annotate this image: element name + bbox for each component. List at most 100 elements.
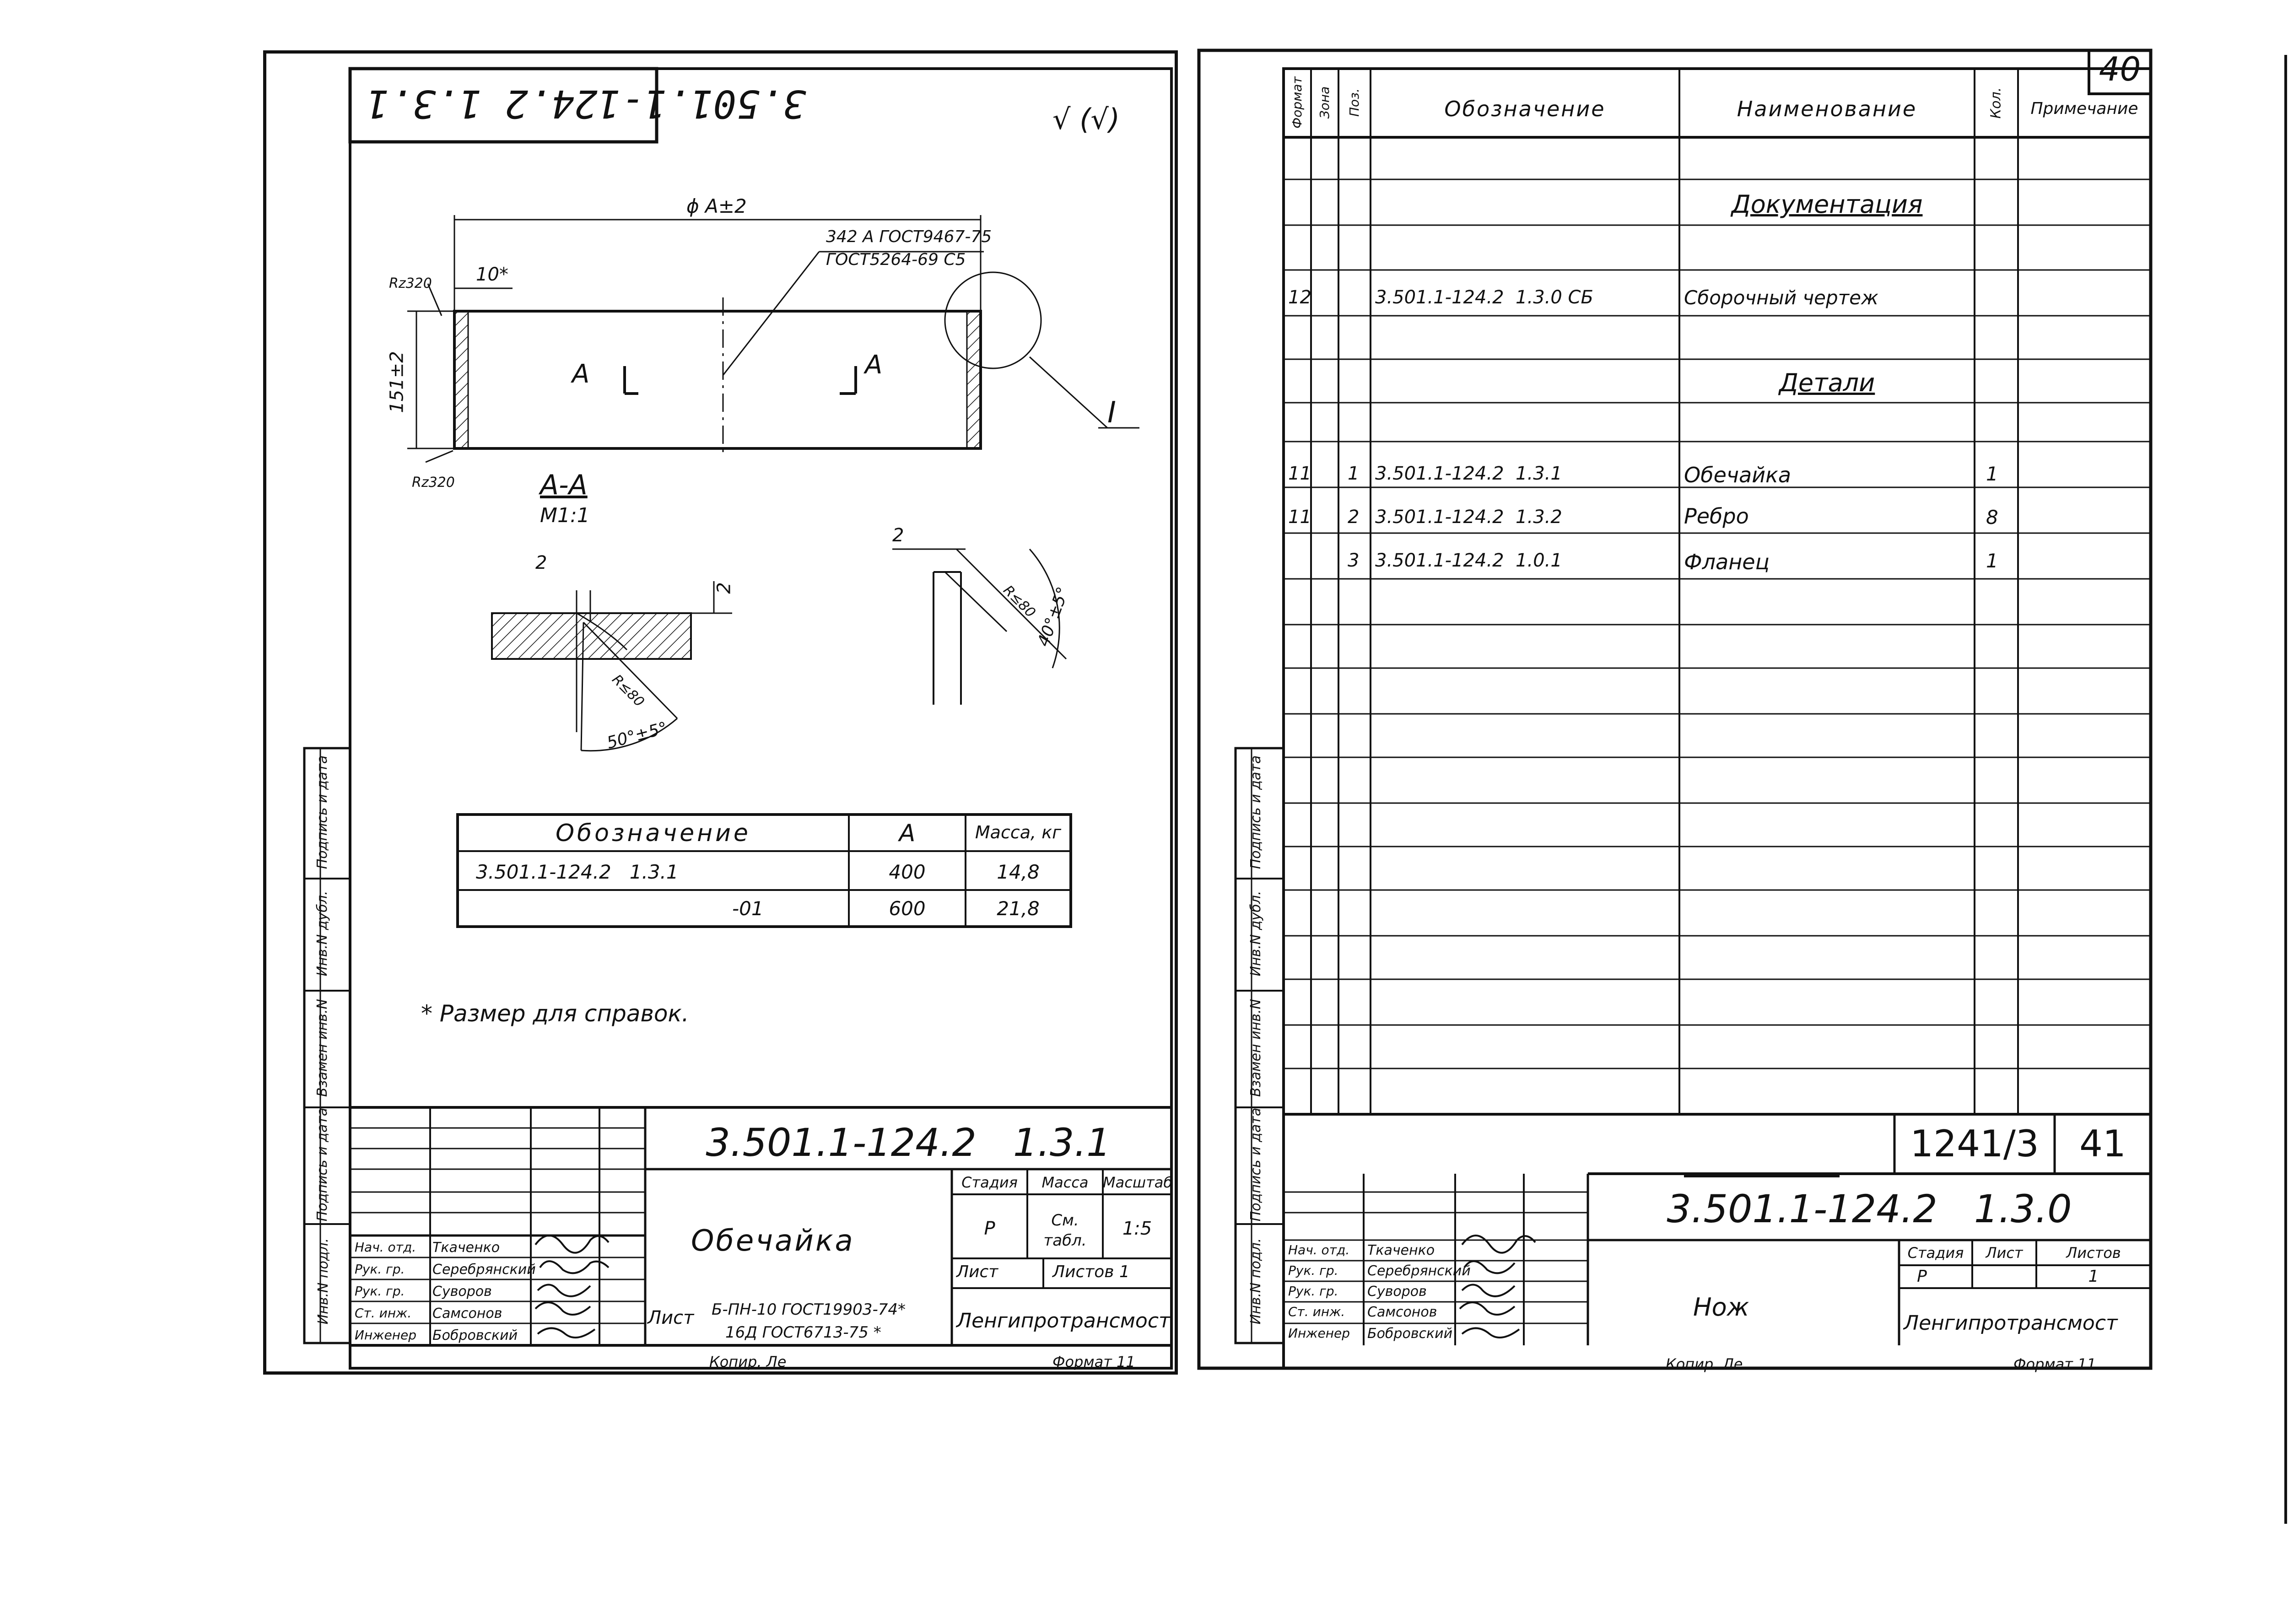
left-sheet xyxy=(263,50,1178,1375)
side-label: Инв.N подл. xyxy=(315,1238,331,1325)
mass-table-cell: 21,8 xyxy=(997,897,1040,920)
title-block-scale-h: Масштаб xyxy=(1103,1174,1173,1191)
weld-spec-1: 342 А ГОСТ9467-75 xyxy=(826,227,992,246)
spec-row-pos: 1 xyxy=(1348,463,1360,484)
person-name: Бобровский xyxy=(1367,1326,1453,1342)
spec-row-qty: 1 xyxy=(1986,463,1998,485)
material-label: Лист xyxy=(648,1307,694,1328)
side-label: Взамен инв.N xyxy=(1248,999,1264,1097)
spec-row-name: Ребро xyxy=(1684,504,1749,529)
spec-header-name: Наименование xyxy=(1737,97,1917,121)
side-label: Инв.N подл. xyxy=(1248,1238,1264,1325)
footer-format: Формат 11 xyxy=(2013,1355,2096,1373)
side-label: Подпись и дата xyxy=(1248,1107,1264,1222)
title-block-name: Нож xyxy=(1693,1293,1749,1322)
person-role: Инженер xyxy=(355,1327,417,1343)
stamp-number: 1241/3 xyxy=(1910,1122,2039,1165)
person-role: Рук. гр. xyxy=(1288,1263,1338,1278)
footer-format: Формат 11 xyxy=(1052,1353,1135,1370)
person-name: Бобровский xyxy=(432,1327,518,1343)
section-title: А-А xyxy=(540,469,588,501)
mass-table-cell: 600 xyxy=(889,897,926,920)
signatures xyxy=(534,1235,1536,1338)
side-label: Подпись и дата xyxy=(314,755,330,869)
rz-top: Rz320 xyxy=(389,275,432,291)
section-mark-left: А xyxy=(572,359,590,389)
person-role: Рук. гр. xyxy=(1288,1284,1338,1299)
mass-table-cell: 14,8 xyxy=(997,861,1040,883)
reference-note: * Размер для справок. xyxy=(421,1000,689,1027)
spec-row-pos: 2 xyxy=(1348,507,1360,528)
title-block-code: 3.501.1-124.2 1.3.0 xyxy=(1667,1187,2072,1231)
person-role: Нач. отд. xyxy=(1288,1242,1350,1257)
spec-header-note: Примечание xyxy=(2030,99,2138,118)
material-line-2: 16Д ГОСТ6713-75 * xyxy=(725,1323,881,1342)
side-label: Инв.N дубл. xyxy=(1248,890,1264,977)
spec-row-qty: 1 xyxy=(1986,550,1998,572)
title-block-code: 3.501.1-124.2 1.3.1 xyxy=(706,1120,1111,1165)
person-role: Рук. гр. xyxy=(355,1284,405,1299)
gap-2: 2 xyxy=(713,582,735,594)
title-block-org: Ленгипротрансмост xyxy=(956,1309,1171,1333)
spec-row-name: Обечайка xyxy=(1684,463,1792,487)
spec-row-fmt: 11 xyxy=(1288,507,1311,528)
section-parts: Детали xyxy=(1779,368,1875,397)
rz-bottom: Rz320 xyxy=(412,475,455,491)
mass-table-cell: 400 xyxy=(889,861,926,883)
spec-row-code: 3.501.1-124.2 1.0.1 xyxy=(1375,550,1562,571)
spec-header-pos: Поз. xyxy=(1347,88,1362,117)
spec-row-code: 3.501.1-124.2 1.3.1 xyxy=(1375,463,1562,484)
title-block-mass-h: Масса xyxy=(1041,1174,1089,1191)
gap-1: 2 xyxy=(535,552,547,573)
title-block-org: Ленгипротрансмост xyxy=(1904,1311,2118,1335)
side-label: Подпись и дата xyxy=(1248,755,1264,869)
spec-row-code: 3.501.1-124.2 1.3.2 xyxy=(1375,507,1562,528)
side-label: Инв.N дубл. xyxy=(314,890,330,977)
stamp-sheet: 41 xyxy=(2079,1122,2126,1165)
person-role: Инженер xyxy=(1288,1326,1350,1341)
spec-row-pos: 3 xyxy=(1348,550,1360,571)
title-block-stage: Р xyxy=(1917,1267,1927,1286)
title-block-stage-h: Стадия xyxy=(961,1174,1018,1191)
section-scale: М1:1 xyxy=(540,504,590,527)
title-block-sheet: Лист xyxy=(956,1263,998,1281)
spec-header-qty: Кол. xyxy=(1988,87,2004,119)
person-name: Самсонов xyxy=(432,1306,502,1322)
person-name: Серебрянский xyxy=(432,1262,536,1278)
title-block-stage: Р xyxy=(984,1218,995,1239)
weld-spec-2: ГОСТ5264-69 С5 xyxy=(826,250,966,269)
mass-table-cell: 3.501.1-124.2 1.3.1 xyxy=(476,861,679,883)
spec-header-zone: Зона xyxy=(1317,86,1332,119)
person-name: Суворов xyxy=(432,1284,492,1300)
dim-ten: 10* xyxy=(476,264,508,285)
spec-row-fmt: 11 xyxy=(1288,463,1311,484)
title-block-sheets: 1 xyxy=(2088,1267,2099,1286)
mass-table-header-code: Обозначение xyxy=(556,820,751,847)
gap-3: 2 xyxy=(892,525,904,546)
person-role: Рук. гр. xyxy=(355,1262,405,1277)
page-number: 40 xyxy=(2099,50,2141,88)
spec-row-name: Фланец xyxy=(1684,550,1770,574)
spec-row-fmt: 12 xyxy=(1288,287,1311,308)
section-mark-right: А xyxy=(865,350,883,380)
title-block-name: Обечайка xyxy=(691,1224,855,1258)
section-documentation: Документация xyxy=(1731,190,1923,219)
spec-header-format: Формат xyxy=(1290,76,1305,129)
code-box-label: 3.501.1-124.2 1.3.1 xyxy=(366,81,806,126)
mass-table-header-a: А xyxy=(899,820,916,847)
footer-copy: Копир. Ле xyxy=(709,1353,787,1370)
title-block-mass: См. табл. xyxy=(1043,1211,1087,1250)
title-block-sheet-h: Лист xyxy=(1986,1244,2023,1262)
footer-copy: Копир. Ле xyxy=(1666,1355,1743,1373)
side-label: Взамен инв.N xyxy=(314,999,330,1097)
person-role: Нач. отд. xyxy=(355,1240,416,1255)
spec-header-code: Обозначение xyxy=(1444,97,1606,121)
person-name: Самсонов xyxy=(1367,1304,1437,1320)
mass-table-cell: -01 xyxy=(732,897,764,920)
title-block-stage-h: Стадия xyxy=(1907,1244,1964,1262)
roughness-mark: √ (√) xyxy=(1052,103,1120,136)
title-block-sheets-h: Листов xyxy=(2066,1244,2121,1262)
spec-row-qty: 8 xyxy=(1986,506,1998,529)
person-name: Серебрянский xyxy=(1367,1263,1471,1279)
mass-table-header-mass: Масса, кг xyxy=(975,822,1062,842)
